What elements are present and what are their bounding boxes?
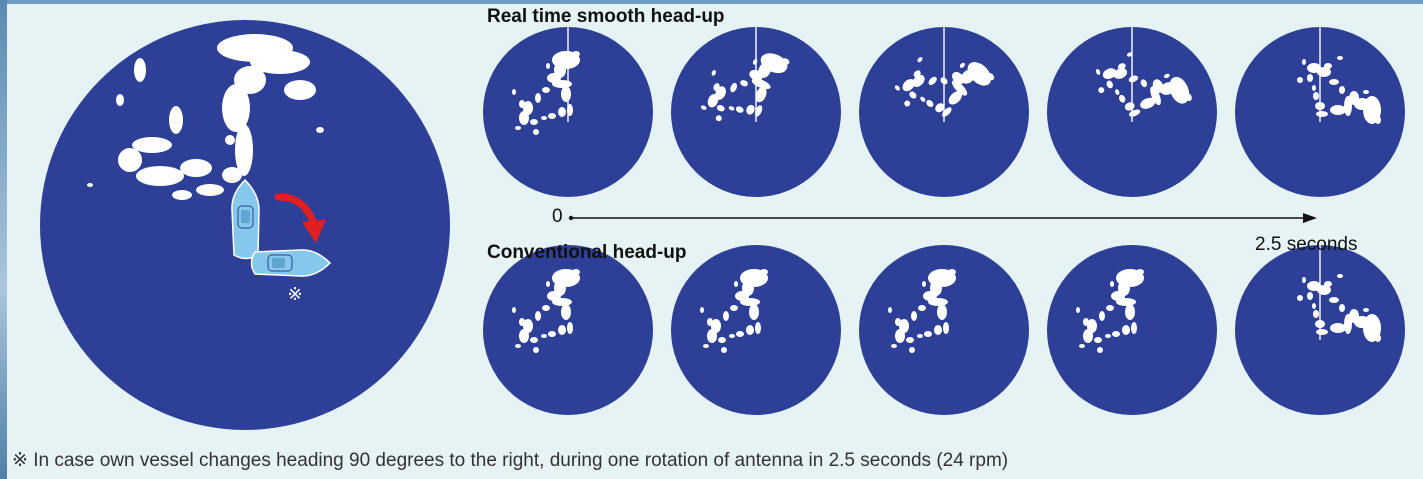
main-radar-disc: ※	[40, 20, 450, 430]
radar-frame	[671, 245, 841, 415]
top-frame-bar	[0, 0, 1423, 4]
smooth-head-up-row	[483, 27, 1405, 197]
radar-frame	[671, 27, 841, 197]
radar-frame	[1235, 27, 1405, 197]
conventional-head-up-heading: Conventional head-up	[487, 242, 687, 263]
radar-frame	[859, 245, 1029, 415]
vessel-note-marker: ※	[287, 284, 302, 305]
timeline-arrow	[568, 213, 1317, 223]
radar-frame	[483, 27, 653, 197]
timeline-start-label: 0	[552, 206, 563, 227]
radar-frame	[859, 27, 1029, 197]
radar-frame	[1047, 245, 1217, 415]
vessel-after-turn-icon	[250, 249, 332, 277]
radar-frame	[1047, 27, 1217, 197]
radar-frame	[483, 245, 653, 415]
main-echoes	[87, 34, 324, 200]
turn-arrow-icon	[274, 193, 326, 243]
smooth-head-up-heading: Real time smooth head-up	[487, 6, 725, 27]
radar-frame	[1235, 245, 1405, 415]
left-frame-bar	[0, 0, 7, 479]
timeline-end-label: 2.5 seconds	[1255, 234, 1358, 255]
vessel-before-turn-icon	[231, 178, 260, 260]
footnote-text: ※ In case own vessel changes heading 90 …	[12, 450, 1009, 471]
conventional-head-up-row	[483, 245, 1405, 415]
